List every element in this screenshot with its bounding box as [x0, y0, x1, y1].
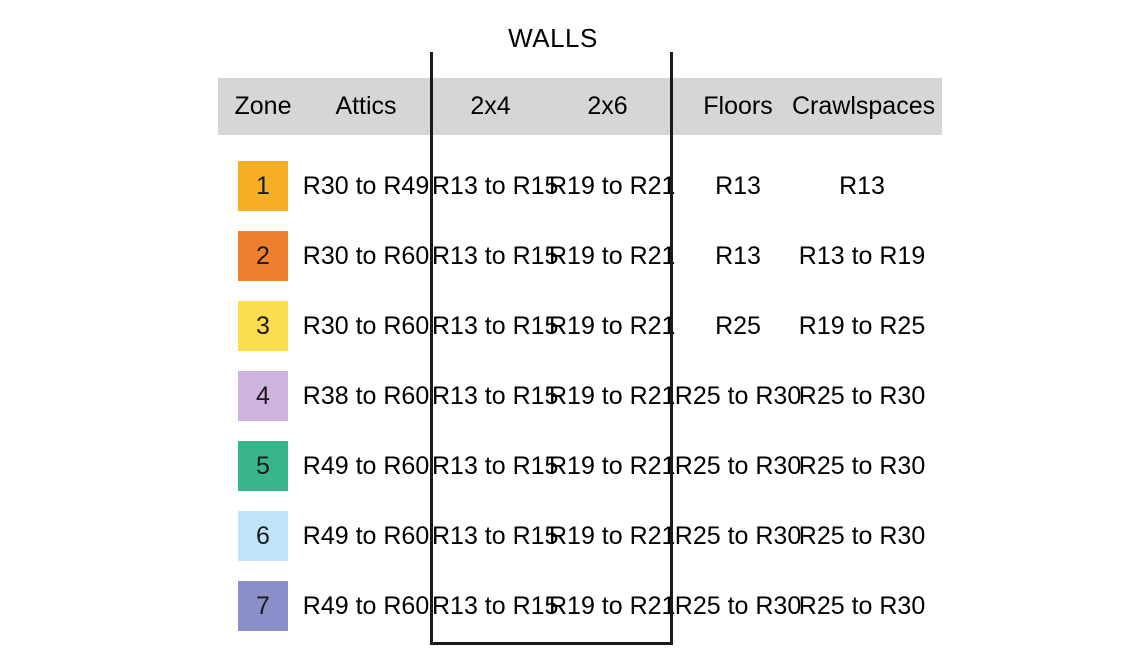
cell-walls-2x4: R13 to R15	[432, 242, 559, 270]
zone-swatch: 2	[238, 231, 288, 281]
cell-floors: R25 to R30	[674, 522, 802, 550]
column-header-walls-2x6: 2x6	[587, 92, 628, 120]
cell-walls-2x6: R19 to R21	[549, 592, 676, 620]
cell-walls-2x6: R19 to R21	[549, 382, 676, 410]
cell-attics: R30 to R60	[302, 242, 430, 270]
cell-walls-2x4: R13 to R15	[432, 172, 559, 200]
zone-swatch: 7	[238, 581, 288, 631]
cell-attics: R49 to R60	[302, 452, 430, 480]
zone-number: 3	[256, 311, 270, 340]
zone-swatch: 1	[238, 161, 288, 211]
column-header-zone: Zone	[234, 92, 292, 120]
cell-walls-2x4: R13 to R15	[432, 312, 559, 340]
cell-crawlspaces: R25 to R30	[798, 452, 926, 480]
cell-walls-2x4: R13 to R15	[432, 592, 559, 620]
column-header-crawlspaces: Crawlspaces	[792, 92, 936, 120]
cell-walls-2x4: R13 to R15	[432, 382, 559, 410]
cell-floors: R25 to R30	[674, 452, 802, 480]
cell-floors: R13	[715, 242, 761, 270]
cell-attics: R49 to R60	[302, 592, 430, 620]
cell-walls-2x6: R19 to R21	[549, 452, 676, 480]
column-header-walls-2x4: 2x4	[470, 92, 511, 120]
cell-walls-2x4: R13 to R15	[432, 522, 559, 550]
zone-swatch: 5	[238, 441, 288, 491]
cell-walls-2x4: R13 to R15	[432, 452, 559, 480]
zone-number: 6	[256, 521, 270, 550]
cell-attics: R38 to R60	[302, 382, 430, 410]
cell-walls-2x6: R19 to R21	[549, 172, 676, 200]
cell-crawlspaces: R25 to R30	[798, 382, 926, 410]
cell-attics: R30 to R60	[302, 312, 430, 340]
walls-group-label: WALLS	[430, 24, 676, 52]
cell-crawlspaces: R13	[839, 172, 885, 200]
cell-floors: R25 to R30	[674, 382, 802, 410]
cell-crawlspaces: R13 to R19	[798, 242, 926, 270]
cell-floors: R13	[715, 172, 761, 200]
walls-group-bracket	[430, 38, 673, 645]
cell-walls-2x6: R19 to R21	[549, 522, 676, 550]
zone-number: 5	[256, 451, 270, 480]
cell-walls-2x6: R19 to R21	[549, 312, 676, 340]
zone-number: 1	[256, 171, 270, 200]
cell-walls-2x6: R19 to R21	[549, 242, 676, 270]
zone-swatch: 4	[238, 371, 288, 421]
cell-crawlspaces: R19 to R25	[798, 312, 926, 340]
cell-floors: R25 to R30	[674, 592, 802, 620]
cell-crawlspaces: R25 to R30	[798, 522, 926, 550]
cell-attics: R49 to R60	[302, 522, 430, 550]
cell-crawlspaces: R25 to R30	[798, 592, 926, 620]
zone-number: 4	[256, 381, 270, 410]
zone-number: 7	[256, 591, 270, 620]
zone-swatch: 3	[238, 301, 288, 351]
table-header-band	[218, 78, 942, 135]
column-header-attics: Attics	[335, 92, 397, 120]
column-header-floors: Floors	[703, 92, 773, 120]
cell-attics: R30 to R49	[302, 172, 430, 200]
zone-number: 2	[256, 241, 270, 270]
zone-swatch: 6	[238, 511, 288, 561]
cell-floors: R25	[715, 312, 761, 340]
